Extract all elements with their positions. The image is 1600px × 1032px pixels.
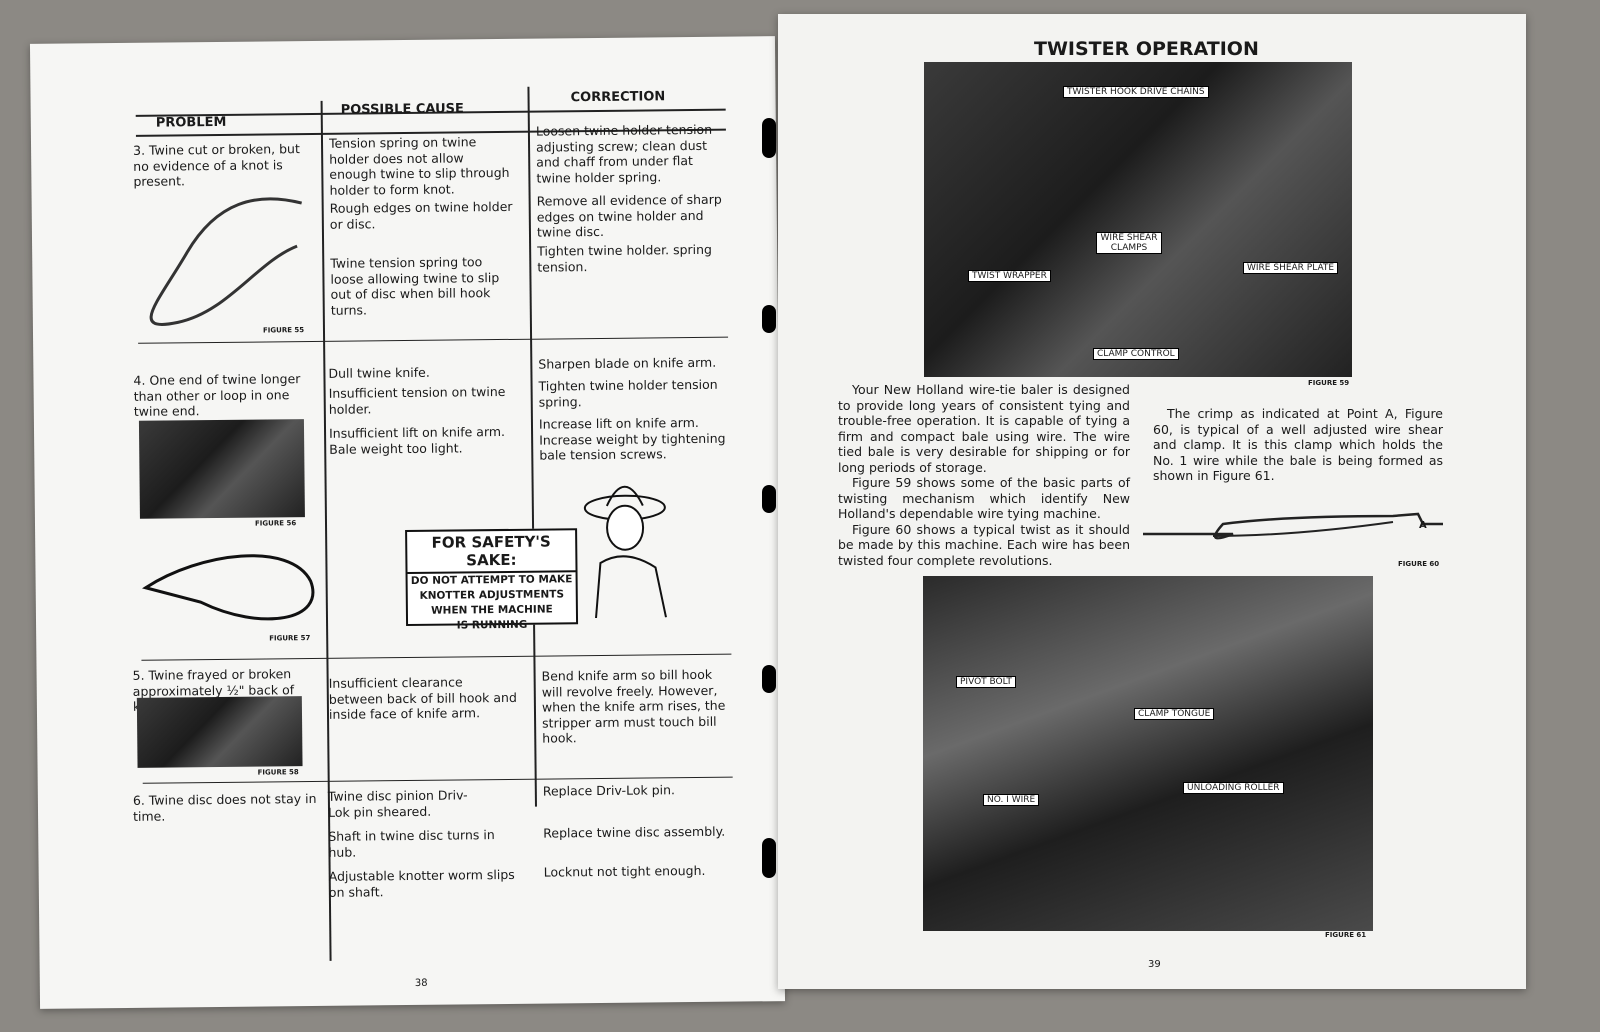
figure-61-photo [923, 576, 1373, 931]
problem-3: 3. Twine cut or broken, but no evidence … [133, 141, 300, 189]
cause-3c: Twine tension spring too loose allowing … [330, 254, 500, 318]
header-correction: CORRECTION [570, 89, 666, 106]
cause-4c: Insufficient lift on knife arm. Bale wei… [328, 423, 506, 457]
figure-56-caption: FIGURE 56 [254, 519, 297, 528]
cause-6a: Twine disc pinion Driv-Lok pin sheared. [327, 787, 468, 820]
figure-55-caption: FIGURE 55 [262, 326, 305, 335]
cause-3b: Rough edges on twine holder or disc. [329, 198, 513, 232]
cause-6b: Shaft in twine disc turns in hub. [328, 827, 495, 860]
correction-4c: Increase lift on knife arm. Increase wei… [538, 414, 726, 463]
label-no-1-wire: NO. I WIRE [983, 794, 1040, 806]
label-twister-hook-drive-chains: TWISTER HOOK DRIVE CHAINS [1063, 86, 1209, 98]
figure-59-caption: FIGURE 59 [1308, 379, 1350, 387]
figure-60-wire-twist [1143, 512, 1443, 540]
binding-hole [762, 838, 776, 878]
safety-line-1: DO NOT ATTEMPT TO MAKE [410, 573, 573, 587]
problem-6: 6. Twine disc does not stay in time. [132, 790, 317, 824]
figure-58-caption: FIGURE 58 [257, 768, 299, 777]
cause-5: Insufficient clearance between back of b… [328, 674, 517, 722]
correction-6a: Replace Driv-Lok pin. [542, 782, 676, 799]
figure-59-photo [924, 62, 1352, 377]
crimp-paragraph: The crimp as indicated at Point A, Figur… [1153, 406, 1443, 483]
correction-5: Bend knife arm so bill hook will revolve… [541, 666, 726, 746]
correction-3a: Loosen twine holder tension adjusting sc… [535, 121, 713, 186]
paragraph-3: Figure 60 shows a typical twist as it sh… [838, 521, 1130, 568]
page-title: TWISTER OPERATION [1034, 38, 1259, 60]
safety-line-3: WHEN THE MACHINE [431, 603, 553, 617]
figure-60-caption: FIGURE 60 [1398, 560, 1440, 568]
left-page: PROBLEM POSSIBLE CAUSE CORRECTION 3. Twi… [29, 36, 786, 1009]
cause-4b: Insufficient tension on twine holder. [328, 383, 506, 417]
cause-3a: Tension spring on twine holder does not … [328, 134, 510, 198]
label-clamp-control: CLAMP CONTROL [1093, 348, 1179, 360]
cause-4a: Dull twine knife. [328, 364, 430, 381]
figure-60-point-a: A [1419, 520, 1427, 531]
correction-4b: Tighten twine holder tension spring. [538, 376, 718, 410]
binding-hole [762, 485, 776, 513]
binding-hole [762, 665, 776, 693]
right-page: TWISTER OPERATION TWISTER HOOK DRIVE CHA… [778, 14, 1526, 989]
label-twist-wrapper: TWIST WRAPPER [968, 270, 1051, 282]
problem-4: 4. One end of twine longer than other or… [133, 371, 301, 419]
correction-3c: Tighten twine holder. spring tension. [537, 241, 713, 275]
figure-55-twine [149, 197, 303, 326]
correction-3b: Remove all evidence of sharp edges on tw… [536, 191, 722, 240]
header-cause: POSSIBLE CAUSE [340, 101, 464, 118]
safety-mascot-illustration [583, 485, 667, 619]
label-wire-shear-plate: WIRE SHEAR PLATE [1243, 262, 1339, 274]
correction-6b: Replace twine disc assembly. [543, 823, 726, 841]
label-clamp-tongue: CLAMP TONGUE [1134, 708, 1215, 720]
page-number-right: 39 [1148, 959, 1161, 970]
figure-57-caption: FIGURE 57 [269, 634, 311, 643]
correction-6c: Locknut not tight enough. [543, 862, 706, 880]
correction-4a: Sharpen blade on knife arm. [538, 354, 717, 372]
binding-hole [762, 118, 776, 158]
intro-text: Your New Holland wire-tie baler is desig… [838, 382, 1130, 568]
label-unloading-roller: UNLOADING ROLLER [1183, 782, 1284, 794]
paragraph-1: Your New Holland wire-tie baler is desig… [838, 382, 1130, 475]
paragraph-2: Figure 59 shows some of the basic parts … [838, 475, 1130, 521]
label-wire-shear-clamps: WIRE SHEAR CLAMPS [1096, 232, 1162, 254]
label-pivot-bolt: PIVOT BOLT [956, 676, 1016, 688]
figure-61-caption: FIGURE 61 [1325, 931, 1367, 939]
binding-hole [762, 305, 776, 333]
figure-57-twine-loop [142, 554, 315, 621]
safety-sign: FOR SAFETY'S SAKE: DO NOT ATTEMPT TO MAK… [405, 528, 579, 631]
safety-line-4: IS RUNNING [456, 618, 528, 632]
safety-title: FOR SAFETY'S SAKE: [407, 530, 576, 575]
page-number-left: 38 [414, 977, 428, 989]
figure-56-photo [138, 419, 305, 519]
figure-58-photo [136, 696, 303, 768]
cause-6c: Adjustable knotter worm slips on shaft. [328, 866, 515, 900]
safety-line-2: KNOTTER ADJUSTMENTS [419, 588, 565, 602]
header-problem: PROBLEM [155, 114, 227, 131]
